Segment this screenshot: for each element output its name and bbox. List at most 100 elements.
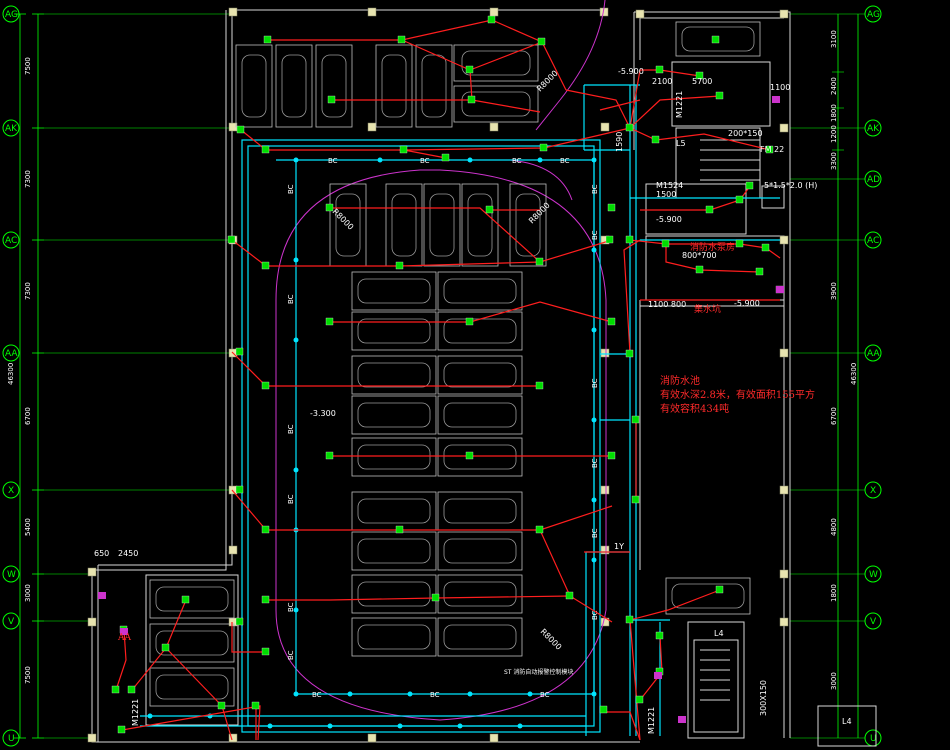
bc-label: BC (430, 691, 440, 699)
left-dim-3: 6700 (24, 407, 32, 425)
axis-bubble-w-left: W (2, 565, 20, 583)
axis-label-ad-right: AD (867, 175, 880, 185)
left-dim-4: 5400 (24, 518, 32, 536)
axis-bubble-v-right: V (864, 612, 882, 630)
bc-label: BC (287, 184, 295, 194)
right-dim-5: 3900 (830, 282, 838, 300)
axis-bubble-u-left: U (2, 729, 20, 747)
tag-1y: 1Y (614, 542, 624, 551)
vent-size: 5*1.5*2.0 (H) (764, 181, 817, 190)
bc-label: BC (591, 610, 599, 620)
door-m1221-right: M1221 (647, 707, 656, 734)
bc-label: BC (591, 184, 599, 194)
left-dim-5: 3000 (24, 584, 32, 602)
left-dim-total: 46300 (7, 363, 15, 385)
axis-label-ag-right: AG (867, 10, 880, 20)
axis-label-aa-right: AA (867, 349, 880, 359)
axis-label-v-right: V (870, 617, 877, 627)
pool-note-line2: 有效水深2.8米，有效面积155平方 (660, 388, 815, 401)
elevation-tank: -5.900 (734, 299, 760, 308)
right-dimension-chain (790, 13, 865, 739)
axis-bubble-v-left: V (2, 612, 20, 630)
axis-bubbles-right: AG AK AD AC AA X W V U (864, 5, 882, 747)
axis-bubble-aa-right: AA (864, 344, 882, 362)
right-dim-9: 3000 (830, 672, 838, 690)
bc-label: BC (287, 294, 295, 304)
bc-label: BC (591, 528, 599, 538)
right-dim-4: 3300 (830, 152, 838, 170)
axis-label-w-right: W (869, 570, 878, 580)
dim-1590: 1590 (615, 132, 624, 152)
duct-stair-size: 300X150 (759, 680, 768, 716)
axis-label-ac-right: AC (867, 236, 879, 246)
axis-bubble-ag-left: AG (2, 5, 20, 23)
right-dim-2: 1800 (830, 104, 838, 122)
dim-5700: 5700 (692, 77, 712, 86)
duct-top-size: 200*150 (728, 129, 763, 138)
axis-bubble-x-right: X (864, 481, 882, 499)
tag-l5: L5 (676, 139, 686, 148)
radius-label-a: R8000 (535, 69, 560, 94)
pool-note-line1: 消防水池 (660, 374, 700, 387)
right-dim-1: 2400 (830, 77, 838, 95)
left-dim-2: 7300 (24, 282, 32, 300)
door-m1221-left: M1221 (131, 699, 140, 726)
axis-bubble-ak-right: AK (864, 119, 882, 137)
right-dim-3: 1200 (830, 125, 838, 143)
bc-pipe-labels: BC BC BC BC BC BC BC BC BC BC BC BC BC B… (287, 157, 599, 699)
axis-bubble-aa-left: AA (2, 344, 20, 362)
tag-l4-b: L4 (842, 717, 852, 726)
dim-1100: 1100 (770, 83, 790, 92)
pool-note-line3: 有效容积434吨 (660, 402, 729, 415)
pipe-nodes (147, 157, 597, 729)
axis-bubble-u-right: U (864, 729, 882, 747)
radius-label-c: R8000 (527, 201, 552, 226)
left-dim-0: 7500 (24, 57, 32, 75)
bc-label: BC (287, 650, 295, 660)
axis-label-v-left: V (8, 617, 15, 627)
bc-label: BC (312, 691, 322, 699)
cyan-pipe-network (140, 84, 780, 736)
alarm-devices (111, 15, 784, 734)
bc-label: BC (287, 602, 295, 612)
axis-bubble-ac-right: AC (864, 231, 882, 249)
bc-label: BC (591, 378, 599, 388)
bc-label: BC (560, 157, 570, 165)
left-dimension-text: 7500 7300 7300 6700 5400 3000 7500 46300 (7, 57, 32, 684)
plan-labels: -3.300 -5.900 -5.900 -5.900 M1221 FM 22 … (94, 67, 852, 734)
legend-line: ST 消防自动报警控制模块 (504, 668, 573, 676)
special-devices (98, 96, 784, 723)
right-dim-total: 46300 (850, 363, 858, 385)
axis-label-w-left: W (7, 570, 16, 580)
duct-size: 800*700 (682, 251, 717, 260)
building-walls (91, 9, 877, 747)
bc-label: BC (512, 157, 522, 165)
bc-label: BC (287, 494, 295, 504)
axis-bubble-ak-left: AK (2, 119, 20, 137)
bc-label: BC (591, 458, 599, 468)
right-dim-7: 4800 (830, 518, 838, 536)
radius-label-d: R8000 (539, 627, 564, 652)
bc-label: BC (591, 230, 599, 240)
radius-label-b: R8000 (331, 207, 356, 232)
axis-label-u-right: U (870, 734, 877, 744)
elevation-pump: -5.900 (656, 215, 682, 224)
left-dimension-chain (14, 13, 232, 739)
right-dim-8: 1800 (830, 584, 838, 602)
pit-label: 集水坑 (694, 303, 721, 315)
parking-spaces (149, 21, 761, 707)
axis-label-u-left: U (8, 734, 15, 744)
dim-2450: 2450 (118, 549, 138, 558)
fire-pool-note: 消防水池 有效水深2.8米，有效面积155平方 有效容积434吨 (660, 374, 815, 415)
axis-bubble-x-left: X (2, 481, 20, 499)
axis-bubble-ac-left: AC (2, 231, 20, 249)
bc-label: BC (540, 691, 550, 699)
axis-label-x-left: X (8, 486, 14, 496)
door-m1524: M1524 (656, 181, 683, 190)
bc-label: BC (420, 157, 430, 165)
pump-room-label: 消防水泵房 (690, 241, 735, 253)
drive-lane-curve (275, 0, 607, 721)
axis-label-aa-left: AA (5, 349, 18, 359)
axis-bubble-w-right: W (864, 565, 882, 583)
